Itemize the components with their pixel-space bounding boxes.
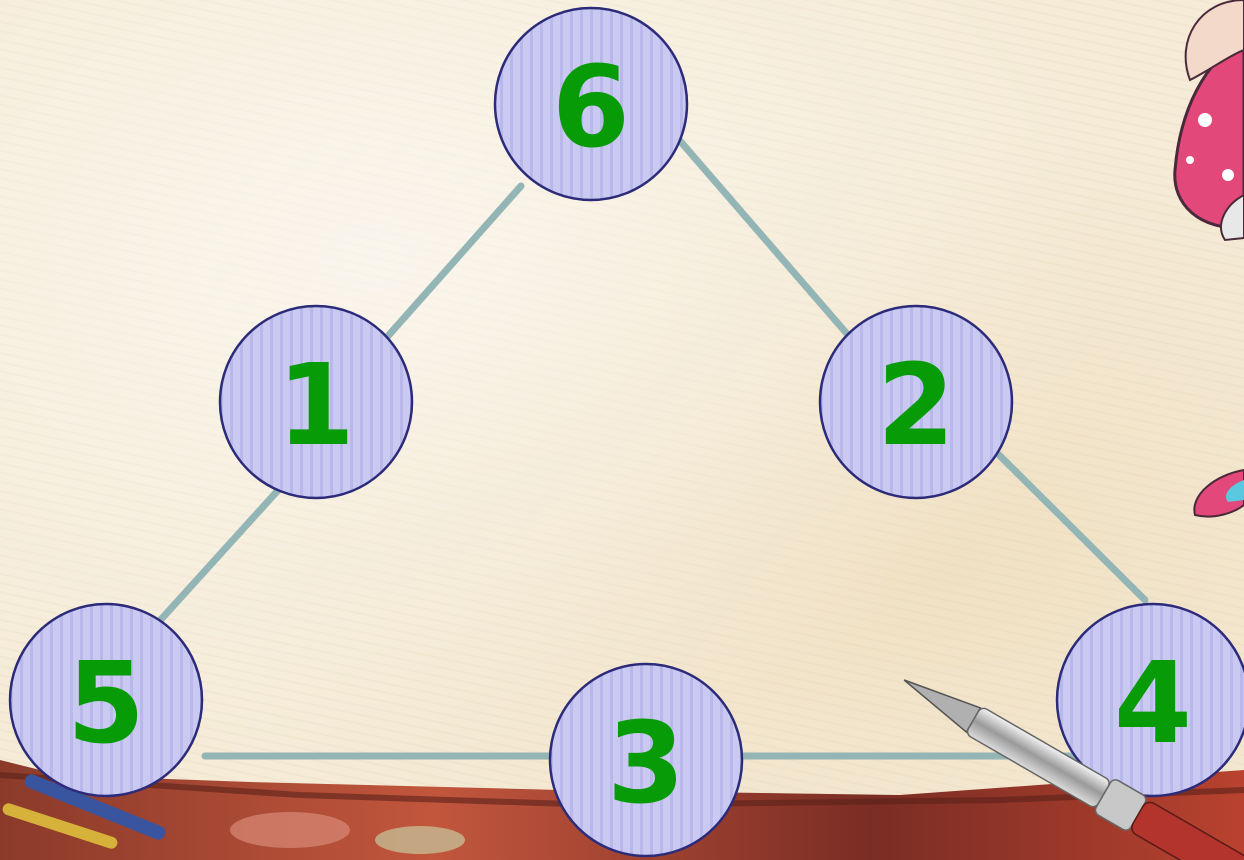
edge-1-5 — [146, 487, 281, 636]
node-5: 5 — [10, 604, 202, 796]
node-label: 6 — [552, 43, 630, 173]
edge-6-1 — [388, 186, 521, 336]
node-label: 1 — [277, 341, 355, 471]
edge-6-2 — [655, 112, 848, 335]
node-3: 3 — [550, 664, 742, 856]
node-1: 1 — [220, 306, 412, 498]
cartoon-character-decoration — [1175, 0, 1244, 517]
node-label: 2 — [877, 341, 955, 471]
node-label: 3 — [607, 699, 685, 829]
node-2: 2 — [820, 306, 1012, 498]
node-label: 4 — [1114, 639, 1192, 769]
node-6: 6 — [495, 8, 687, 200]
edge-2-4 — [986, 442, 1145, 600]
node-label: 5 — [67, 639, 145, 769]
nodes-layer: 6 1 2 5 3 4 — [10, 8, 1244, 856]
